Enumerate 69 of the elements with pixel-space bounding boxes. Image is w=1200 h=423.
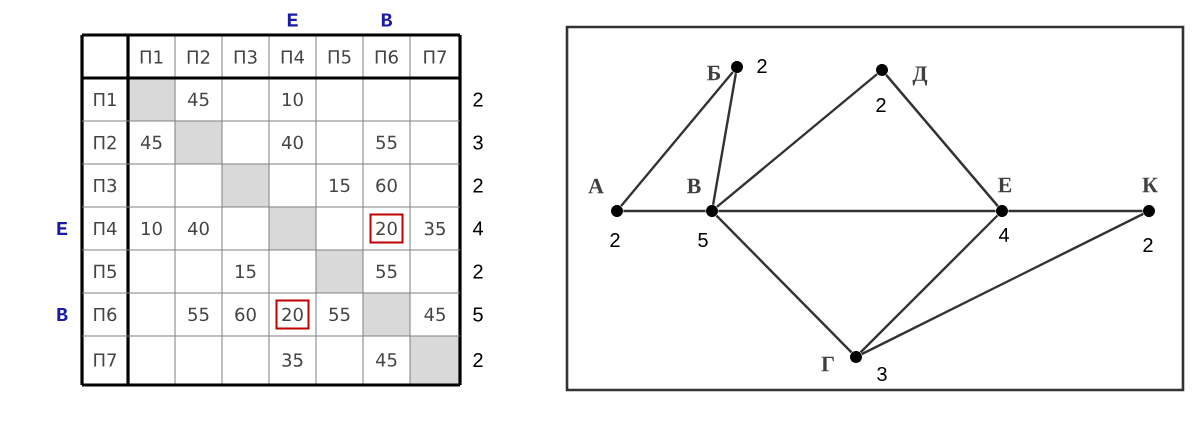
- degree-label: 5: [698, 233, 708, 247]
- degree-label: 2: [610, 233, 620, 247]
- header-cell: П6: [375, 50, 398, 64]
- header-cell: П4: [94, 221, 117, 236]
- vertex-marker: В: [57, 307, 68, 322]
- degree-number: 2: [473, 178, 483, 193]
- vertex-letter: Б: [707, 65, 721, 81]
- table-cell: 55: [376, 135, 397, 150]
- vertex-marker: Е: [57, 221, 68, 236]
- table-cell: 55: [376, 264, 397, 279]
- graph-edge: [623, 209, 706, 213]
- graph-edge: [1008, 209, 1143, 213]
- degree-number: 4: [472, 221, 483, 236]
- table-cell: 40: [187, 221, 209, 236]
- graph-edge: [885, 74, 999, 207]
- degree-label: 2: [876, 98, 886, 112]
- graph-edge: [716, 73, 878, 208]
- header-cell: П5: [94, 264, 116, 279]
- highlighted-cell: 20: [275, 299, 310, 330]
- table-cell: 35: [424, 221, 445, 236]
- graph-edge: [718, 209, 996, 213]
- vertex-letter: А: [588, 178, 604, 194]
- degree-number: 2: [473, 353, 483, 367]
- table-cell: 45: [140, 135, 162, 150]
- table-cell: 35: [282, 353, 303, 367]
- degree-label: 2: [1143, 238, 1153, 252]
- graph-edge: [711, 73, 738, 205]
- graph-edge: [620, 71, 734, 207]
- header-cell: П1: [140, 50, 163, 64]
- vertex-letter: Д: [912, 66, 928, 86]
- table-cell: 45: [375, 353, 397, 367]
- vertex-letter: В: [687, 178, 701, 194]
- header-cell: П1: [94, 92, 116, 107]
- header-cell: П2: [94, 135, 116, 150]
- header-cell: П3: [234, 50, 257, 64]
- table-cell: 10: [142, 221, 162, 236]
- degree-label: 4: [998, 228, 1009, 242]
- table-cell: 60: [376, 178, 397, 193]
- header-cell: П3: [94, 178, 117, 193]
- graph-edge: [861, 212, 1144, 356]
- table-cell: 15: [236, 264, 256, 279]
- graph-edge: [715, 214, 853, 354]
- degree-number: 5: [473, 307, 483, 322]
- vertex-letter: К: [1142, 177, 1158, 193]
- vertex-letter: Г: [821, 356, 834, 372]
- table-cell: 55: [188, 307, 209, 322]
- header-cell: П2: [187, 50, 210, 64]
- table-cell: 45: [187, 92, 209, 107]
- header-cell: П5: [328, 50, 351, 64]
- degree-number: 2: [473, 264, 483, 279]
- table-cell: 40: [281, 135, 303, 150]
- vertex-marker: Е: [287, 13, 298, 27]
- header-cell: П4: [281, 50, 304, 64]
- table-cell: 15: [330, 178, 350, 193]
- table-cell: 45: [424, 307, 445, 322]
- table-cell: 60: [235, 307, 256, 322]
- vertex-letter: Е: [998, 177, 1012, 193]
- degree-number: 3: [473, 135, 483, 150]
- table-cell: 10: [283, 92, 303, 107]
- table-cell: 55: [329, 307, 350, 322]
- degree-number: 2: [473, 92, 483, 107]
- header-cell: П7: [424, 50, 446, 64]
- degree-label: 2: [757, 59, 767, 73]
- highlighted-cell: 20: [369, 213, 404, 244]
- header-cell: П6: [94, 307, 117, 322]
- degree-label: 3: [877, 366, 887, 382]
- header-cell: П7: [94, 353, 116, 367]
- vertex-marker: В: [381, 13, 393, 27]
- graph-edge: [859, 214, 999, 354]
